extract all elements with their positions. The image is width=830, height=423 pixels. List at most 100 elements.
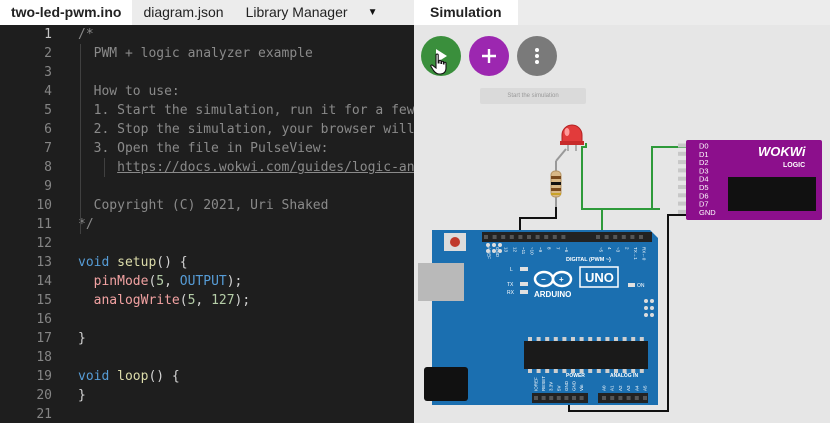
line-number: 16 xyxy=(36,312,52,327)
plus-icon xyxy=(482,49,496,63)
header-pin[interactable] xyxy=(492,235,497,239)
header-pin-label: ~5 xyxy=(599,247,604,253)
header-pin[interactable] xyxy=(509,235,514,239)
analog-header xyxy=(598,393,648,403)
code-line[interactable]: 8 https://docs.wokwi.com/guides/logic-an… xyxy=(0,158,414,177)
header-pin[interactable] xyxy=(604,235,609,239)
analyzer-pin-label: D0 xyxy=(699,142,709,151)
code-line[interactable]: 4 How to use: xyxy=(0,82,414,101)
reset-button xyxy=(450,237,460,247)
header-pin-label: AREF xyxy=(487,247,492,259)
analyzer-pin-label: D6 xyxy=(699,191,709,200)
power-pin[interactable] xyxy=(564,396,569,400)
doc-link[interactable]: https://docs.wokwi.com/guides/logic-ana xyxy=(117,160,414,175)
analyzer-pin-label: GND xyxy=(699,208,716,217)
code-token xyxy=(78,274,94,289)
line-number: 6 xyxy=(44,122,52,137)
header-pin[interactable] xyxy=(527,235,531,239)
analyzer-pin[interactable] xyxy=(678,185,686,189)
code-line[interactable]: 21 xyxy=(0,405,414,423)
analog-pin[interactable] xyxy=(643,396,647,400)
code-line[interactable]: 6 2. Stop the simulation, your browser w… xyxy=(0,120,414,139)
code-line[interactable]: 10 Copyright (C) 2021, Uri Shaked xyxy=(0,196,414,215)
header-pin[interactable] xyxy=(484,235,488,239)
code-line[interactable]: 7 3. Open the file in PulseView: xyxy=(0,139,414,158)
analog-pin[interactable] xyxy=(610,396,615,400)
power-pin[interactable] xyxy=(572,396,576,400)
analog-pin[interactable] xyxy=(634,396,639,400)
code-line[interactable]: 20} xyxy=(0,386,414,405)
header-pin[interactable] xyxy=(501,235,506,239)
header-pin[interactable] xyxy=(544,235,549,239)
add-part-button[interactable] xyxy=(469,36,509,76)
analog-pin[interactable] xyxy=(626,396,631,400)
code-line[interactable]: 2 PWM + logic analyzer example xyxy=(0,44,414,63)
analyzer-pin-label: D2 xyxy=(699,158,709,167)
code-token: Copyright (C) 2021, Uri Shaked xyxy=(78,198,329,213)
code-line[interactable]: 14 pinMode(5, OUTPUT); xyxy=(0,272,414,291)
header-pin[interactable] xyxy=(552,235,557,239)
code-token: ); xyxy=(234,293,251,308)
code-line[interactable]: 5 1. Start the simulation, run it for a … xyxy=(0,101,414,120)
code-line[interactable]: 3 xyxy=(0,63,414,82)
code-token: setup xyxy=(117,255,157,270)
header-pin-label: ~6 xyxy=(564,247,569,253)
line-number: 18 xyxy=(36,350,52,365)
code-token: () { xyxy=(148,369,180,384)
header-pin[interactable] xyxy=(518,235,523,239)
power-pin[interactable] xyxy=(556,396,561,400)
code-line[interactable]: 12 xyxy=(0,234,414,253)
analyzer-pin[interactable] xyxy=(678,201,686,206)
tab-sketch-file[interactable]: two-led-pwm.ino xyxy=(0,0,133,25)
caret-down-icon[interactable]: ▼ xyxy=(367,7,378,18)
indent-guide xyxy=(80,44,81,63)
header-pin[interactable] xyxy=(535,235,540,239)
code-line[interactable]: 18 xyxy=(0,348,414,367)
code-line[interactable]: 17} xyxy=(0,329,414,348)
power-pin[interactable] xyxy=(549,396,554,400)
indent-guide xyxy=(80,177,81,196)
header-pin[interactable] xyxy=(596,235,600,239)
power-pin[interactable] xyxy=(579,396,584,400)
header-pin[interactable] xyxy=(630,235,635,239)
code-line[interactable]: 9 xyxy=(0,177,414,196)
analyzer-pin[interactable] xyxy=(678,176,686,181)
indent-guide xyxy=(80,158,81,177)
analyzer-pin[interactable] xyxy=(678,151,686,156)
code-text: /* xyxy=(78,25,94,44)
code-text: Copyright (C) 2021, Uri Shaked xyxy=(78,196,329,215)
analyzer-pin[interactable] xyxy=(678,193,686,198)
analyzer-pin[interactable] xyxy=(678,160,686,165)
header-pin[interactable] xyxy=(621,235,626,239)
code-line[interactable]: 1/* xyxy=(0,25,414,44)
analyzer-pin[interactable] xyxy=(678,168,686,173)
more-options-button[interactable] xyxy=(517,36,557,76)
tab-simulation[interactable]: Simulation xyxy=(414,0,518,25)
tab-library-manager[interactable]: Library Manager xyxy=(245,4,348,20)
code-line[interactable]: 15 analogWrite(5, 127); xyxy=(0,291,414,310)
code-line[interactable]: 11*/ xyxy=(0,215,414,234)
analog-pin[interactable] xyxy=(618,396,623,400)
code-token xyxy=(109,255,117,270)
analyzer-pin[interactable] xyxy=(678,143,686,148)
header-pin[interactable] xyxy=(613,235,618,239)
header-pin[interactable] xyxy=(639,235,643,239)
analyzer-pin[interactable] xyxy=(678,209,686,214)
power-pin[interactable] xyxy=(534,396,538,400)
resistor[interactable] xyxy=(550,161,562,207)
tab-diagram-json[interactable]: diagram.json xyxy=(143,4,224,20)
power-pin[interactable] xyxy=(541,396,546,400)
code-token: , xyxy=(164,274,180,289)
analog-pin[interactable] xyxy=(602,396,606,400)
header-pin[interactable] xyxy=(561,235,566,239)
indent-guide xyxy=(80,82,81,101)
led-red[interactable] xyxy=(560,124,584,151)
resistor-lead xyxy=(555,148,567,162)
code-line[interactable]: 16 xyxy=(0,310,414,329)
